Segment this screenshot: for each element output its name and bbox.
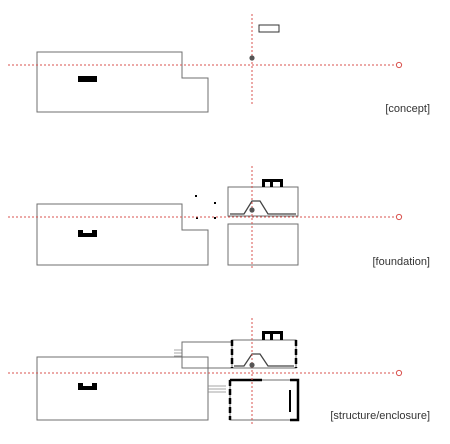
notched-block — [78, 230, 97, 237]
pivot-dot — [249, 55, 255, 61]
stair-marks — [174, 349, 182, 357]
connector-outline — [181, 341, 233, 369]
gable-line — [230, 200, 296, 215]
main-building-outline — [36, 51, 209, 113]
footing-dot — [214, 202, 216, 204]
lower-enclosure — [229, 379, 299, 421]
panel-structure: [structure/enclosure] — [8, 318, 430, 425]
e-shaped-element — [262, 179, 283, 187]
notched-block — [78, 383, 97, 390]
axis-end-marker — [395, 213, 403, 221]
upper-plinth — [227, 186, 299, 217]
caption-foundation: [foundation] — [373, 256, 431, 268]
pivot-dot — [249, 207, 255, 213]
floating-box — [258, 24, 280, 33]
gable-line — [234, 353, 294, 367]
interior-block — [78, 76, 97, 82]
main-building-outline — [36, 356, 209, 421]
main-building-outline — [36, 203, 209, 266]
upper-pavilion — [231, 339, 297, 369]
pivot-dot — [249, 362, 255, 368]
axis-end-marker — [395, 61, 403, 69]
caption-concept: [concept] — [385, 103, 430, 115]
footing-dot — [195, 195, 197, 197]
axis-end-marker — [395, 369, 403, 377]
lower-plinth — [227, 223, 299, 266]
panel-concept: [concept] — [8, 14, 430, 115]
e-shaped-element — [262, 331, 283, 340]
enclosure-wall — [290, 378, 300, 422]
caption-structure: [structure/enclosure] — [330, 410, 430, 422]
stair-marks — [208, 385, 226, 393]
panel-foundation: [foundation] — [8, 166, 430, 270]
footing-dot — [214, 217, 216, 219]
footing-dot — [196, 217, 198, 219]
